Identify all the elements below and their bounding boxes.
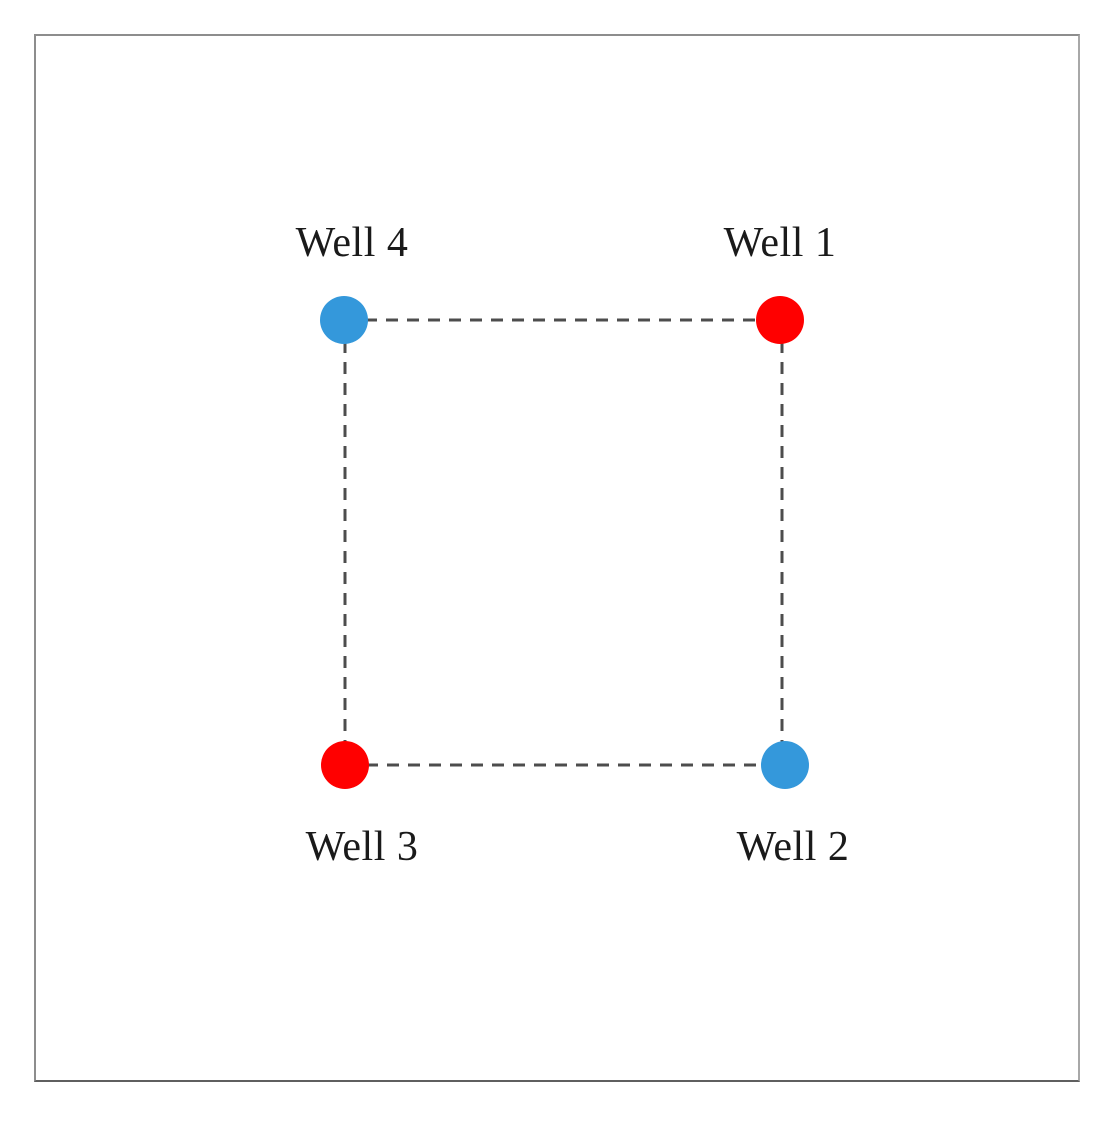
well-marker-well-1[interactable]	[756, 296, 804, 344]
well-label-well-4: Well 4	[295, 220, 409, 266]
well-marker-well-2[interactable]	[761, 741, 809, 789]
well-label-well-1: Well 1	[723, 220, 837, 266]
well-label-well-2: Well 2	[736, 824, 850, 870]
plot-frame-border	[34, 34, 1080, 1082]
well-label-well-3: Well 3	[305, 824, 419, 870]
well-marker-well-3[interactable]	[321, 741, 369, 789]
well-marker-well-4[interactable]	[320, 296, 368, 344]
